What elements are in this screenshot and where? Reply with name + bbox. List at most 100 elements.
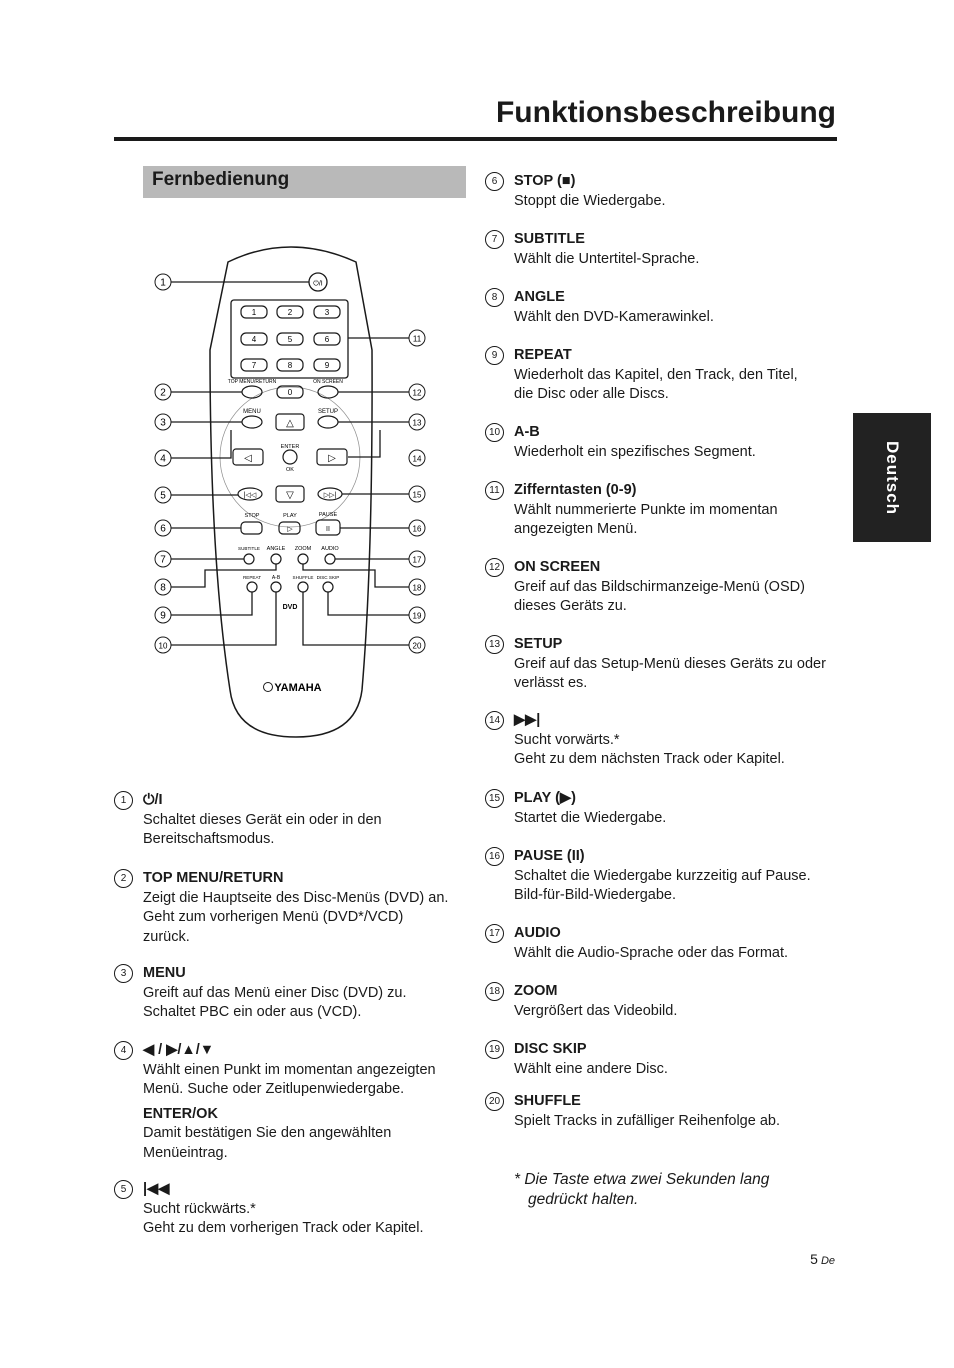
item-text: verlässt es. xyxy=(514,675,588,691)
item-heading: ON SCREEN xyxy=(514,559,601,575)
item-number: 1 xyxy=(114,791,133,810)
item-heading: ANGLE xyxy=(514,289,565,305)
section-heading: Fernbedienung xyxy=(143,166,466,198)
number-key xyxy=(240,358,268,372)
item-subtext: Damit bestätigen Sie den angewählten xyxy=(143,1125,392,1141)
number-key xyxy=(313,305,341,319)
number-key xyxy=(240,305,268,319)
item-number: 17 xyxy=(485,924,504,943)
callout-number: 16 xyxy=(413,525,422,534)
label-on-screen: ON SCREEN xyxy=(313,379,343,385)
callout-circle xyxy=(154,578,172,596)
callout-number: 18 xyxy=(413,584,422,593)
item-text: Wählt die Untertitel-Sprache. xyxy=(514,250,700,267)
item-heading: ◀ / ▶/▲/▼ xyxy=(143,1042,215,1058)
label-repeat: REPEAT xyxy=(243,575,261,580)
number-key-label: 1 xyxy=(252,308,257,317)
callout-number: 5 xyxy=(160,491,166,502)
brand-logo: YAMAHA xyxy=(274,682,321,694)
item-text: Greift auf das Menü einer Disc (DVD) zu. xyxy=(143,984,407,1001)
number-key-label: 5 xyxy=(288,335,293,344)
number-key-label: 6 xyxy=(325,335,330,344)
callout-number: 12 xyxy=(413,389,422,398)
callout-circle xyxy=(408,383,426,401)
item-number: 18 xyxy=(485,982,504,1001)
item-number: 4 xyxy=(114,1041,133,1060)
item-heading: ZOOM xyxy=(514,983,558,999)
number-key xyxy=(276,385,304,399)
label-disc-skip: DISC SKIP xyxy=(317,575,340,580)
number-key-label: 4 xyxy=(252,335,257,344)
callout-circle xyxy=(154,636,172,654)
callout-number: 6 xyxy=(160,524,166,535)
callout-circle xyxy=(154,273,172,291)
callout-circle xyxy=(408,413,426,431)
callout-circle xyxy=(154,550,172,568)
item-text: Bereitschaftsmodus. xyxy=(143,831,275,847)
item-heading: PAUSE (II) xyxy=(514,848,585,864)
item-text: Schaltet die Wiedergabe kurzzeitig auf P… xyxy=(514,867,811,884)
item-text: Stoppt die Wiedergabe. xyxy=(514,192,666,209)
number-key-label: 2 xyxy=(288,308,293,317)
number-key-label: 8 xyxy=(288,361,293,370)
callout-circle xyxy=(154,519,172,537)
item-text: Menü. Suche oder Zeitlupenwiedergabe. xyxy=(143,1081,405,1097)
item-text: Geht zu dem vorherigen Track oder Kapite… xyxy=(143,1220,424,1236)
item-number: 13 xyxy=(485,635,504,654)
item-number: 8 xyxy=(485,288,504,307)
label-ok: OK xyxy=(286,467,294,473)
number-key xyxy=(276,332,304,346)
item-number: 16 xyxy=(485,847,504,866)
number-key xyxy=(240,332,268,346)
item-heading: TOP MENU/RETURN xyxy=(143,870,284,886)
item-text: Wählt einen Punkt im momentan angezeigte… xyxy=(143,1061,436,1078)
item-text: Startet die Wiedergabe. xyxy=(514,809,667,826)
item-heading: ⏻/I xyxy=(143,792,163,808)
item-heading: |◀◀ xyxy=(143,1181,170,1197)
description-item: 4 ◀ / ▶/▲/▼ Wählt einen Punkt im momentan … xyxy=(114,1041,473,1163)
item-heading: AUDIO xyxy=(514,925,561,941)
callout-number: 7 xyxy=(160,555,166,566)
callout-circle xyxy=(408,636,426,654)
item-heading: SUBTITLE xyxy=(514,231,585,247)
item-text: Greif auf das Setup-Menü dieses Geräts z… xyxy=(514,655,826,672)
item-heading: SETUP xyxy=(514,636,563,652)
item-heading: SHUFFLE xyxy=(514,1093,581,1109)
svg-text:▷: ▷ xyxy=(287,526,293,533)
item-number: 7 xyxy=(485,230,504,249)
item-text: Wiederholt das Kapitel, den Track, den T… xyxy=(514,366,798,383)
item-heading: PLAY (▶) xyxy=(514,790,576,806)
svg-text:△: △ xyxy=(286,418,294,429)
number-key xyxy=(313,332,341,346)
item-heading: Zifferntasten (0-9) xyxy=(514,482,637,498)
item-number: 9 xyxy=(485,346,504,365)
item-number: 10 xyxy=(485,423,504,442)
callout-number: 10 xyxy=(159,642,168,651)
svg-text:◁: ◁ xyxy=(244,453,252,464)
page-lang: De xyxy=(820,1255,835,1267)
page-title: Funktionsbeschreibung xyxy=(495,96,836,129)
svg-text:▷: ▷ xyxy=(328,453,336,464)
label-pause: PAUSE xyxy=(319,512,338,518)
item-number: 3 xyxy=(114,964,133,983)
item-text: Sucht vorwärts.* xyxy=(514,731,620,748)
item-subtext: Menüeintrag. xyxy=(143,1144,228,1161)
label-zoom: ZOOM xyxy=(295,546,312,552)
label-setup: SETUP xyxy=(318,409,338,415)
label-enter: ENTER xyxy=(281,444,300,450)
item-text: dieses Geräts zu. xyxy=(514,598,627,614)
description-item: 16 PAUSE (II) Schaltet die Wiedergabe kurz… xyxy=(485,847,844,906)
label-top-menu: TOP MENU/RETURN xyxy=(228,379,277,385)
callout-number: 2 xyxy=(160,388,166,399)
label-angle: ANGLE xyxy=(267,546,286,552)
item-heading: DISC SKIP xyxy=(514,1041,587,1057)
svg-text:|◁◁: |◁◁ xyxy=(244,492,257,499)
